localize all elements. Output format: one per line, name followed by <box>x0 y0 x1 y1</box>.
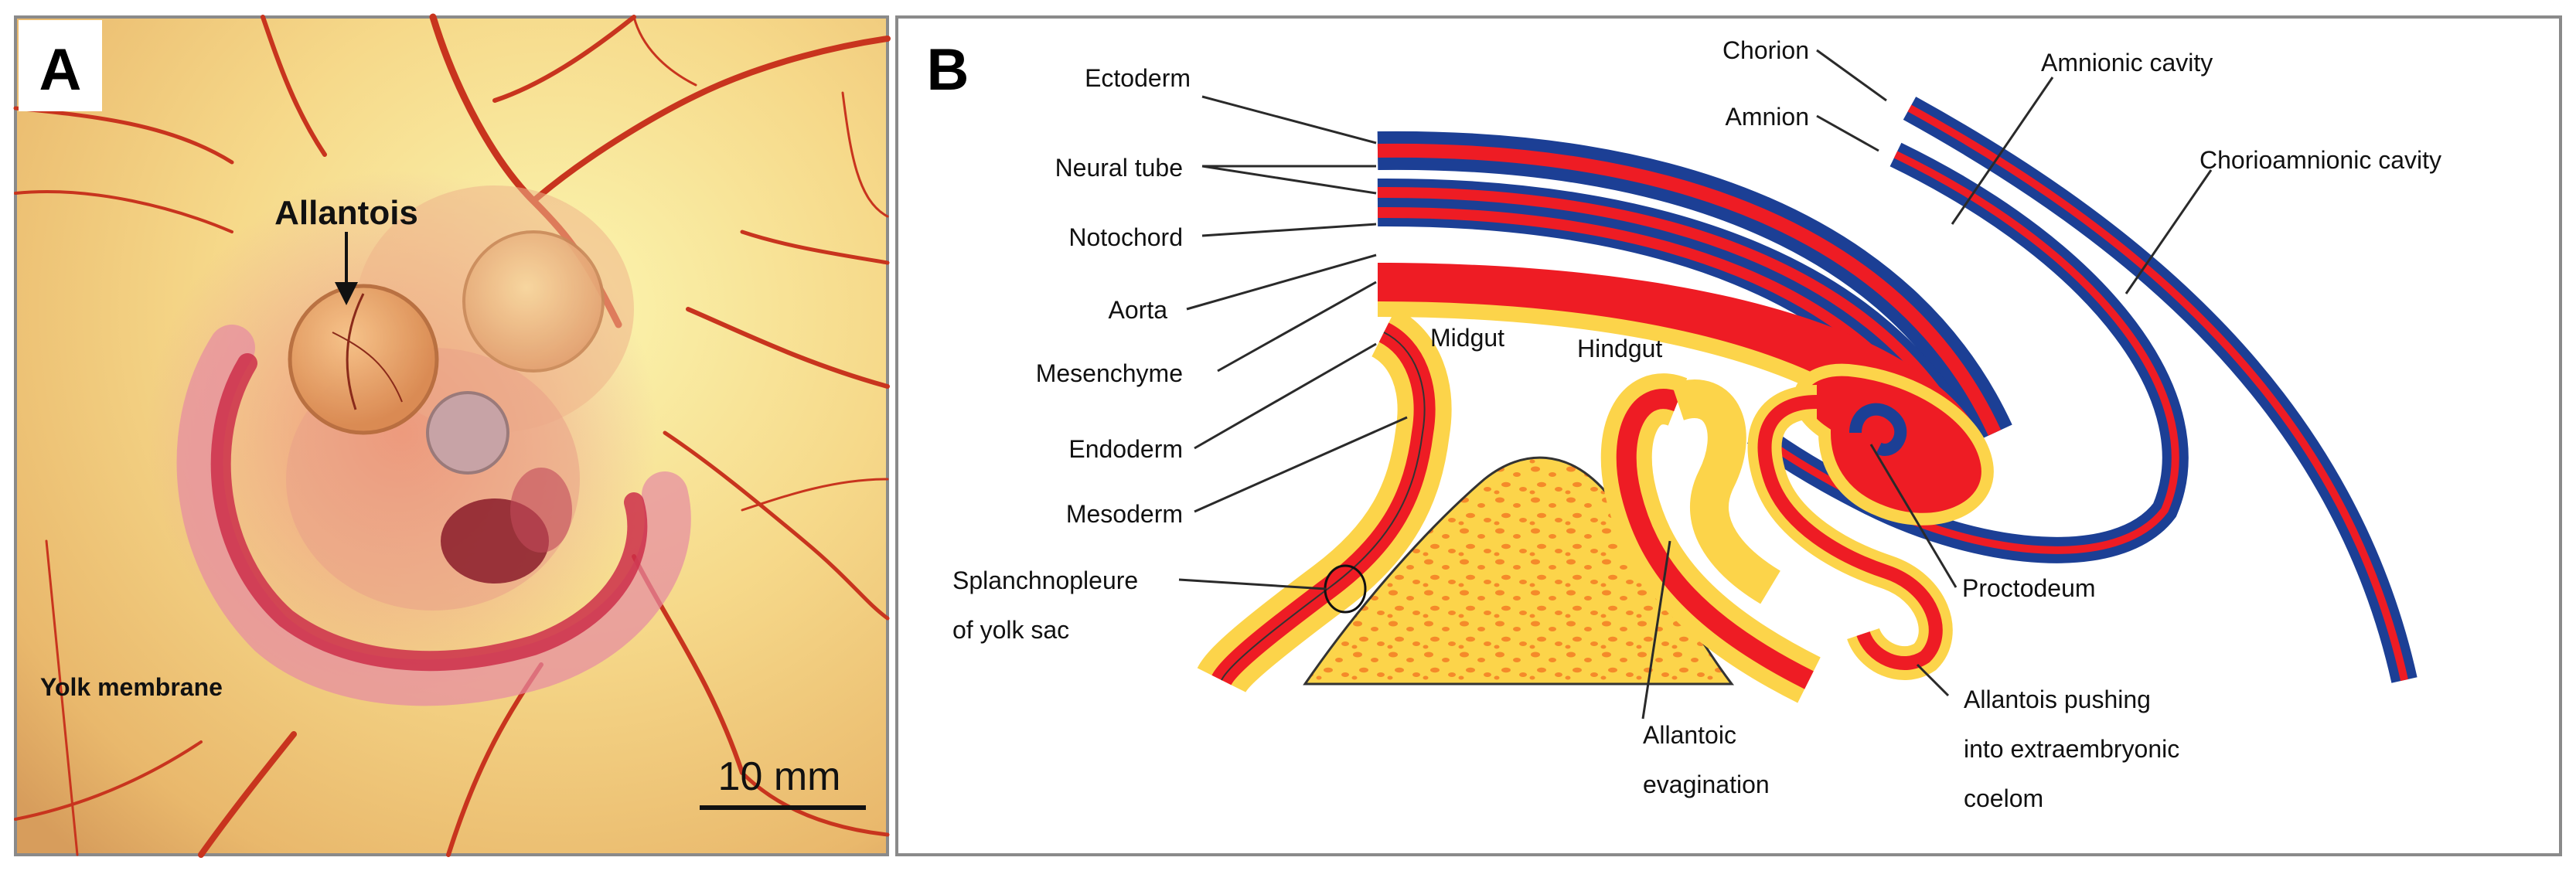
leader-lines <box>1178 49 2213 720</box>
embryo <box>147 170 691 706</box>
allantois-pushing-label-line3: coelom <box>1964 784 2043 812</box>
panel-b-letter: B <box>927 37 969 103</box>
panel-b-labels: Ectoderm Neural tube Notochord Aorta Mes… <box>952 36 2441 812</box>
ectoderm-neural-tube <box>1377 131 2012 441</box>
eye <box>426 391 509 475</box>
notochord-label: Notochord <box>1068 223 1183 251</box>
mesenchyme-label: Mesenchyme <box>1036 359 1183 387</box>
allantois-vesicle <box>288 284 439 435</box>
panel-b: B <box>895 15 2562 856</box>
proctodeum-shape <box>1849 403 1907 456</box>
endoderm-label: Endoderm <box>1068 435 1183 463</box>
chorion <box>1903 97 2418 683</box>
allantois-pushing-label-line1: Allantois pushing <box>1964 686 2151 713</box>
aorta-label: Aorta <box>1109 296 1168 324</box>
panel-a-letter: A <box>39 37 82 103</box>
splanchnopleure-label-line1: Splanchnopleure <box>952 566 1138 594</box>
amnionic-cavity-label: Amnionic cavity <box>2041 49 2213 77</box>
head-vesicle <box>462 230 605 373</box>
chorion-label: Chorion <box>1722 36 1809 64</box>
chorioamnionic-cavity-label: Chorioamnionic cavity <box>2199 146 2441 174</box>
scale-bar-label: 10 mm <box>718 754 841 799</box>
panel-a-letter-box <box>19 20 102 111</box>
neural-tube-label: Neural tube <box>1055 154 1183 182</box>
allantoic-evagination-label-line2: evagination <box>1643 771 1770 798</box>
panel-a: A Allantois Yolk membrane 10 mm <box>13 13 891 858</box>
hindgut-wall <box>1600 373 1821 703</box>
midgut-label: Midgut <box>1430 324 1504 352</box>
allantois-pouch <box>1747 385 1953 680</box>
midgut-wall <box>1197 308 1452 694</box>
mesoderm-label: Mesoderm <box>1066 500 1183 528</box>
allantoic-evagination-label-line1: Allantoic <box>1643 721 1736 749</box>
splanchnopleure-label-line2: of yolk sac <box>952 616 1069 644</box>
tail-fold <box>1794 363 1994 526</box>
allantois-pushing-label-line2: into extraembryonic <box>1964 735 2179 763</box>
yolk-membrane-label: Yolk membrane <box>40 673 223 701</box>
amnion-label: Amnion <box>1726 103 1810 131</box>
ectoderm-label: Ectoderm <box>1085 64 1191 92</box>
hindgut-label: Hindgut <box>1577 335 1662 362</box>
allantois-label: Allantois <box>274 194 418 232</box>
proctodeum-label: Proctodeum <box>1962 574 2096 602</box>
allantois-arrow-head <box>335 282 358 305</box>
